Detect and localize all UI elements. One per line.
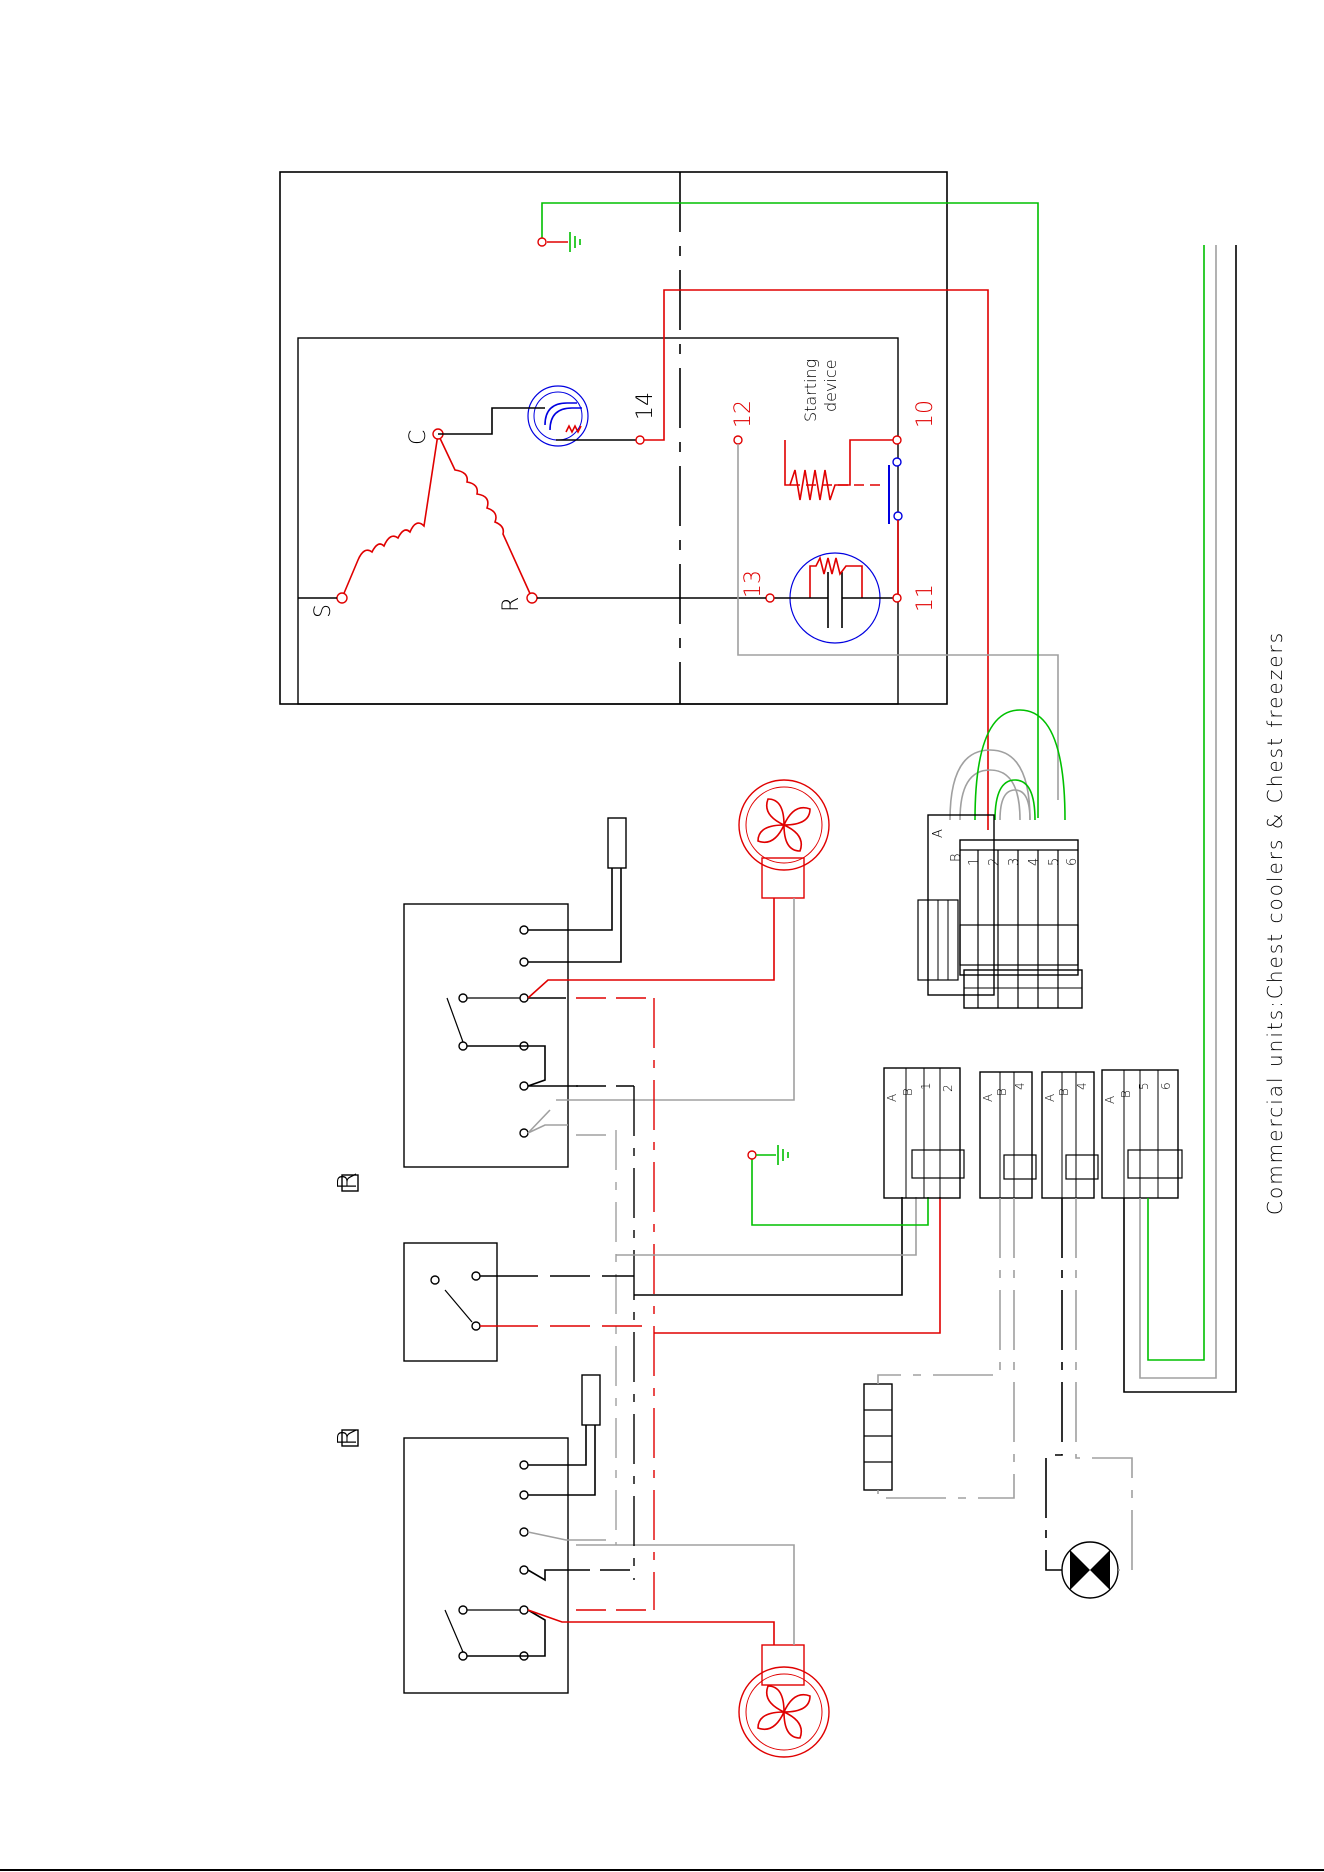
small-connector-1: A B 1 2 [884,1068,964,1198]
conn4-pin-5: 5 [1137,1082,1151,1090]
main-pin-6: 6 [1065,858,1080,866]
winding-label-s: S [311,604,336,618]
main-pin-a: A [931,829,946,838]
connector-1-wires [616,1145,940,1333]
terminal-label-11: 11 [913,584,938,612]
main-pin-2: 2 [987,858,1002,866]
small-connector-2: A B 4 [980,1072,1036,1198]
winding-label-c: C [406,430,431,445]
compressor-enclosure [280,172,947,704]
terminal-label-14: 14 [633,392,658,420]
terminal-label-13: 13 [741,570,766,598]
small-connector-4: A B 5 6 [1102,1070,1182,1198]
conn2-pin-a: A [981,1094,995,1102]
conn1-pin-a: A [885,1094,899,1102]
conn4-pin-a: A [1103,1096,1117,1104]
conn2-pin-4: 4 [1013,1082,1027,1090]
starting-device-label-1: Starting [801,359,820,422]
thermostat-mark-1: R [333,1172,363,1191]
main-connector: A B 1 2 3 4 5 6 [918,815,1082,1008]
conn1-pin-b: B [901,1088,915,1096]
terminal-label-10: 10 [913,400,938,428]
thermostat-mark-2: R [333,1428,363,1446]
conn3-pin-4: 4 [1075,1082,1089,1090]
control-box-3 [404,1438,576,1693]
main-pin-4: 4 [1027,858,1042,866]
terminal-block [864,1198,1014,1498]
main-pin-3: 3 [1007,858,1022,866]
main-pin-1: 1 [967,858,982,866]
small-connector-3: A B 4 [1042,1072,1098,1198]
control-box-2 [404,1243,498,1361]
conn2-pin-b: B [995,1088,1009,1096]
control-box-1 [404,904,578,1167]
fan-motor-1 [528,780,829,1100]
terminal-label-12: 12 [731,400,756,428]
fan-motor-2 [528,1545,829,1757]
motor-windings: S C R [298,429,537,618]
conn1-pin-2: 2 [941,1084,955,1092]
conn1-pin-1: 1 [919,1082,933,1090]
sensor-probe-2 [576,1375,600,1495]
conn3-pin-b: B [1057,1088,1071,1096]
compressor-earth-symbol [538,203,1038,252]
starting-device-label-2: device [821,359,840,412]
conn4-pin-6: 6 [1159,1082,1173,1090]
mains-cable [1124,245,1236,1392]
cable-loops [950,710,1065,820]
winding-label-r: R [499,597,524,612]
compressor-supply-wires [644,245,1058,830]
diagram-caption: Commercial units:Chest coolers & Chest f… [1263,631,1287,1215]
conn4-pin-b: B [1119,1090,1133,1098]
main-pin-b: B [949,853,964,862]
conn3-pin-a: A [1043,1094,1057,1102]
sensor-probe-1 [576,818,626,962]
overload-protector: 14 [438,386,658,446]
indicator-lamp [1046,1198,1132,1598]
main-pin-5: 5 [1047,858,1062,866]
